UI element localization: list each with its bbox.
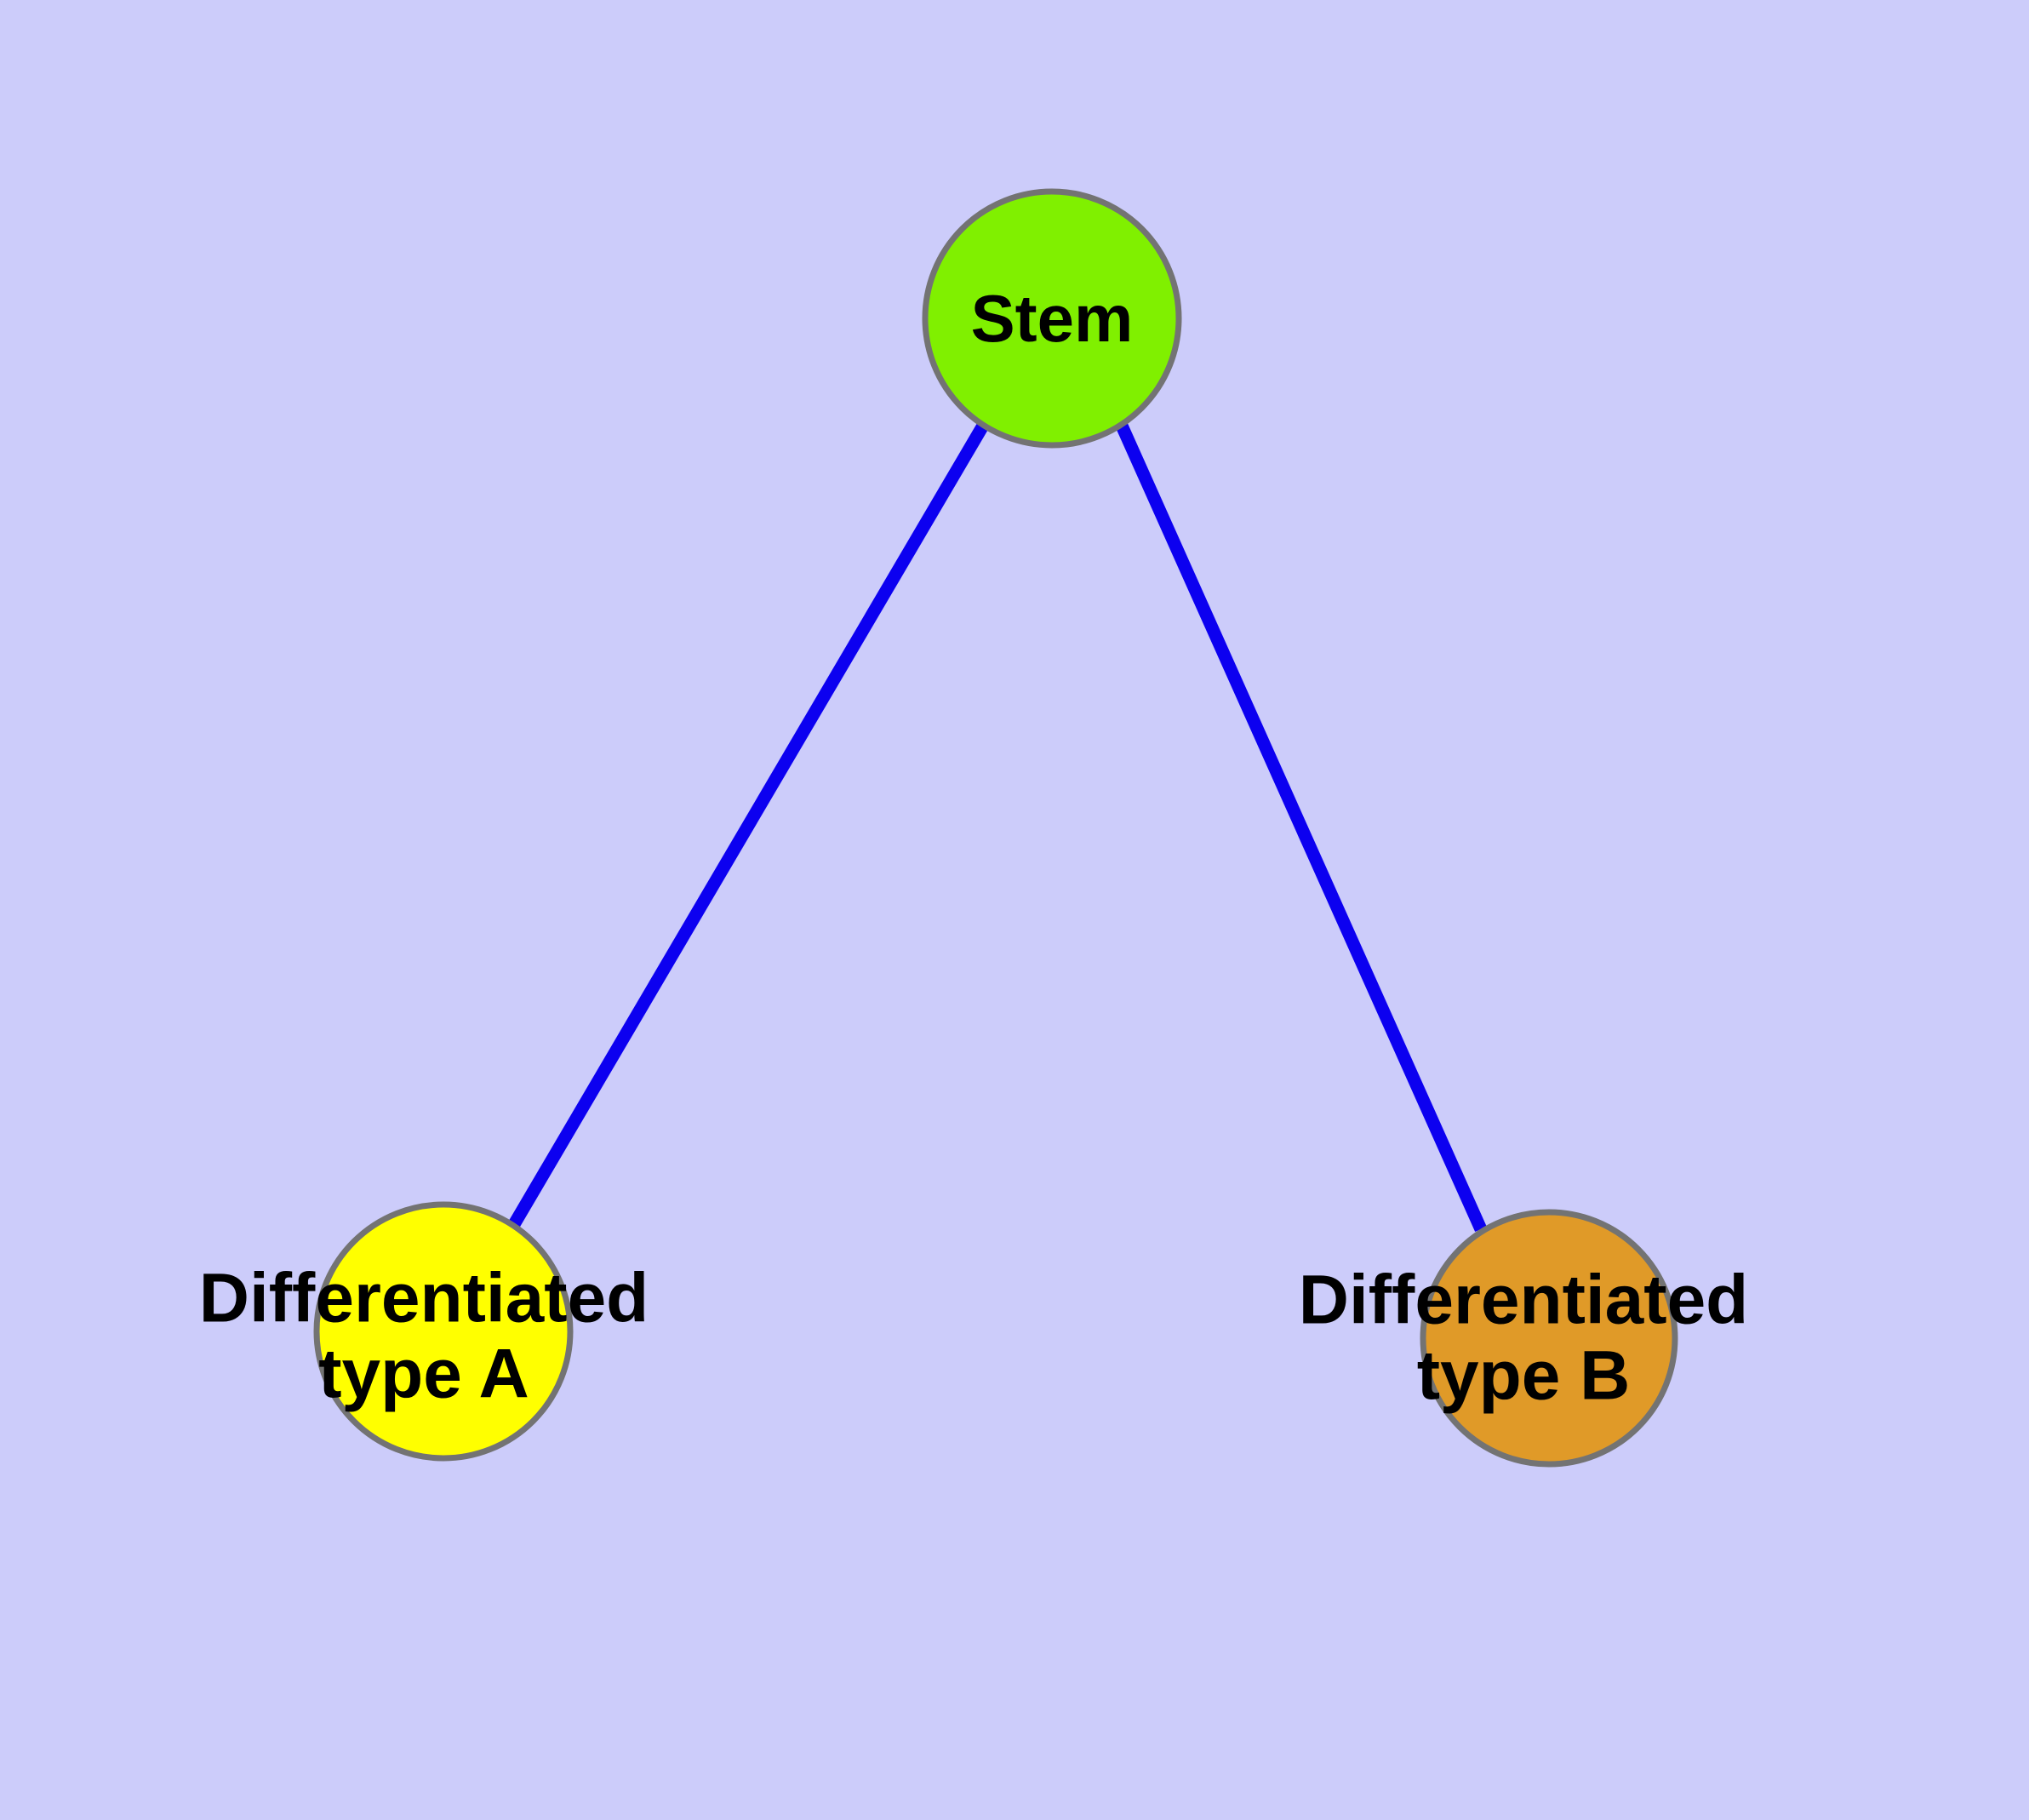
node-differentiated-type-a[interactable] [313,1201,574,1462]
nodes-group [313,188,1678,1468]
edge-stem-to-diff-a [507,422,989,1229]
edges-group [507,422,1487,1233]
node-stem[interactable] [922,188,1182,449]
node-differentiated-type-b[interactable] [1420,1209,1678,1468]
edge-stem-to-diff-b [1116,422,1487,1233]
